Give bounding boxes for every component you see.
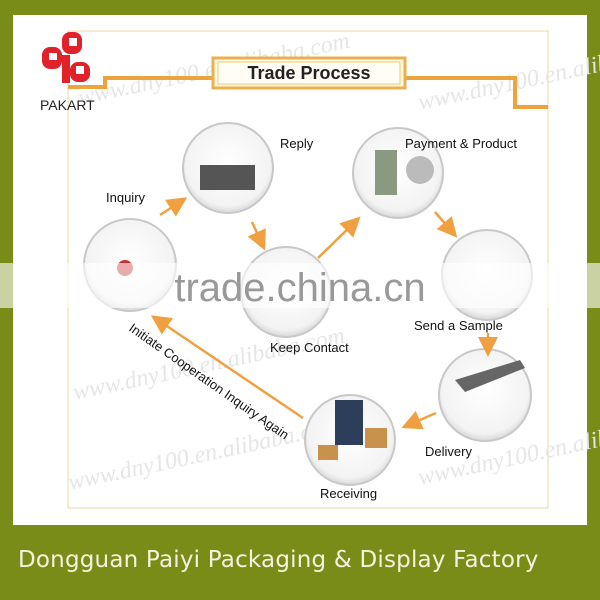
step-label-keep-contact: Keep Contact [270,340,349,355]
watermark-trade-china: trade.china.cn [174,266,425,310]
logo-text: PAKART [40,97,95,113]
svg-text:www.dny100.en.alibaba.com: www.dny100.en.alibaba.com [66,413,342,496]
svg-text:www.dny100.en.alibaba.com: www.dny100.en.alibaba.com [71,323,347,406]
money-icon [375,150,397,195]
step-label-receiving: Receiving [320,486,377,501]
title: Trade Process [247,63,370,83]
step-label-send-sample: Send a Sample [414,318,503,333]
watermark-band [0,263,600,308]
step-label-delivery: Delivery [425,444,472,459]
flow-arrows [150,197,498,430]
container-icon [335,400,363,445]
step-label-payment: Payment & Product [405,136,517,151]
step-label-reply: Reply [280,136,314,151]
step-label-inquiry: Inquiry [106,190,146,205]
title-banner: Trade Process [68,56,548,109]
footer-company-name: Dongguan Paiyi Packaging & Display Facto… [18,547,539,573]
airplane-icon [455,360,525,392]
call-center-icon [200,165,255,190]
boxes-icon [318,445,338,460]
svg-text:www.dny100.en.alibaba.com: www.dny100.en.alibaba.com [416,33,600,116]
pakart-logo-icon [42,32,90,83]
boxes-icon [365,428,387,448]
gears-icon [406,156,434,184]
